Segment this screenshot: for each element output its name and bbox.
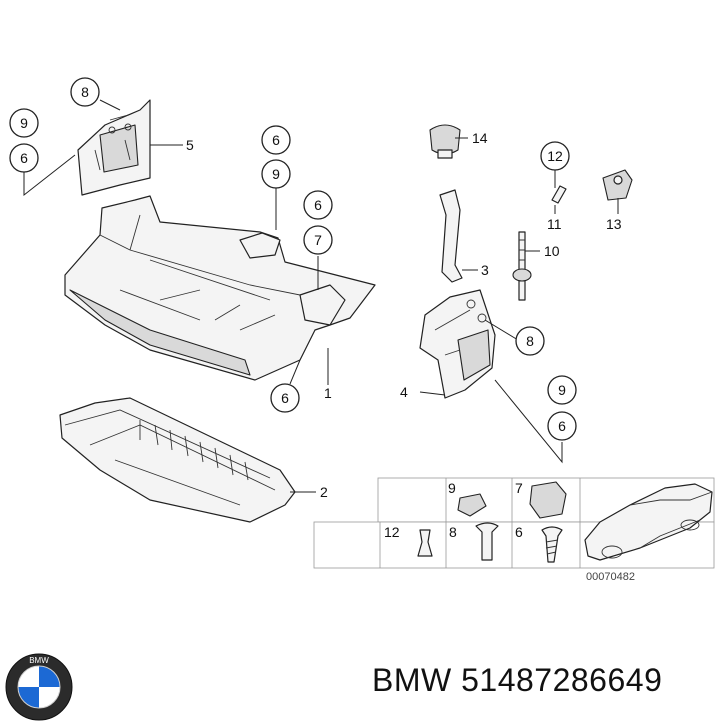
legend-8: 8 [449, 524, 457, 540]
part-14-bump-stop [429, 124, 461, 159]
callout-6-right: 6 [558, 418, 566, 434]
callout-6-left: 6 [20, 150, 28, 166]
callout-6-mid: 6 [272, 132, 280, 148]
logo-letters: BMW [29, 656, 49, 665]
callout-12: 12 [547, 148, 563, 164]
legend-car-icon [584, 483, 713, 561]
callout-8-top: 8 [81, 84, 89, 100]
label-1: 1 [324, 385, 332, 401]
label-14: 14 [472, 130, 488, 146]
part-4-bracket [419, 289, 496, 399]
legend-grid: 9 7 12 8 6 00070482 [313, 477, 715, 583]
legend-expander-8 [475, 522, 499, 561]
legend-rivet-12 [417, 529, 433, 557]
leader-lines [23, 99, 619, 493]
callout-6-bottom: 6 [281, 390, 289, 406]
callout-9-left: 9 [20, 115, 28, 131]
callout-8-right: 8 [526, 333, 534, 349]
bmw-logo-icon: BMW [5, 653, 73, 721]
legend-6: 6 [515, 524, 523, 540]
legend-9: 9 [448, 480, 456, 496]
label-13: 13 [606, 216, 622, 232]
label-10: 10 [544, 243, 560, 259]
part-11-clip [551, 185, 567, 204]
callout-9-right: 9 [558, 382, 566, 398]
part-10-rod [512, 231, 532, 301]
label-2: 2 [320, 484, 328, 500]
label-11: 11 [547, 216, 562, 232]
part-3-strip [439, 189, 463, 283]
callout-9-mid: 9 [272, 166, 280, 182]
legend-clip-7 [529, 481, 567, 519]
legend-screw-6 [541, 526, 563, 563]
part-2-lower-panel [59, 397, 296, 523]
part-number-caption: BMW 51487286649 [372, 662, 663, 698]
legend-12: 12 [384, 524, 400, 540]
label-4: 4 [400, 384, 408, 400]
legend-nut-9 [457, 493, 487, 517]
part-1-underbody [64, 195, 376, 381]
label-3: 3 [481, 262, 489, 278]
part-5-bracket [77, 99, 151, 196]
callout-7-mid: 7 [314, 232, 322, 248]
legend-7: 7 [515, 480, 523, 496]
callouts: 8 9 6 5 6 9 6 7 6 1 2 14 12 11 13 3 10 8… [9, 77, 622, 500]
legend-ref-code: 00070482 [586, 571, 635, 583]
callout-6-mid2: 6 [314, 197, 322, 213]
label-5: 5 [186, 137, 194, 153]
part-13-clip [602, 169, 633, 201]
